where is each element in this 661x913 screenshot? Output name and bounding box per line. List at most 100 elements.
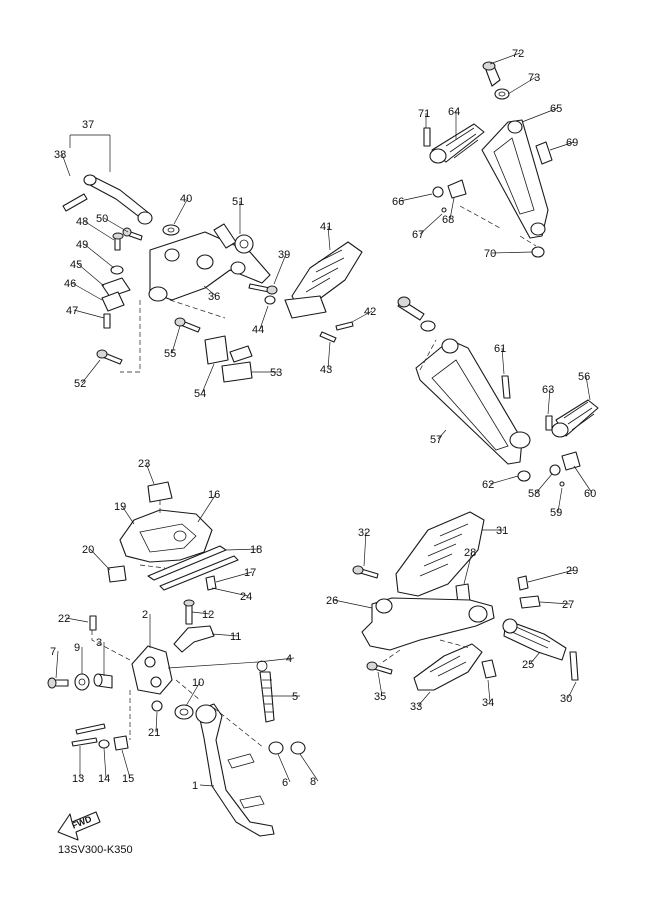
leader-line-43 [327, 341, 331, 370]
part-label-11: 11 [230, 631, 241, 643]
part-label-69: 69 [566, 137, 578, 149]
part-label-18: 18 [250, 544, 262, 556]
part-label-67: 67 [412, 229, 424, 241]
part-label-32: 32 [358, 527, 370, 539]
part-label-19: 19 [114, 501, 126, 513]
leader-line-27 [539, 601, 571, 605]
leader-line-49 [83, 243, 115, 269]
leader-line-26 [333, 599, 373, 609]
part-label-38: 38 [54, 149, 66, 161]
part-label-6: 6 [282, 777, 288, 789]
leader-line-55 [171, 325, 181, 354]
part-label-51: 51 [232, 196, 244, 208]
leader-line-52 [81, 359, 101, 384]
part-label-15: 15 [122, 773, 134, 785]
part-label-9: 9 [74, 642, 80, 654]
part-label-62: 62 [482, 479, 494, 491]
sidestand-switch-assembly [107, 481, 239, 591]
part-label-42: 42 [364, 306, 376, 318]
leader-line-23 [145, 462, 155, 485]
leader-line-58 [535, 473, 553, 494]
part-label-56: 56 [578, 371, 590, 383]
leader-line-68 [449, 197, 455, 220]
part-label-36: 36 [208, 291, 220, 303]
leader-line-35 [377, 671, 383, 697]
part-label-8: 8 [310, 776, 316, 788]
leader-line-38 [61, 153, 71, 177]
part-label-27: 27 [562, 599, 574, 611]
part-label-10: 10 [192, 677, 204, 689]
leader-line-72 [489, 52, 521, 65]
leader-line-46 [71, 282, 103, 301]
leader-line-19 [121, 505, 135, 525]
part-label-33: 33 [410, 701, 422, 713]
leader-line-69 [549, 141, 575, 151]
part-label-66: 66 [392, 196, 404, 208]
part-label-57: 57 [430, 434, 442, 446]
leader-line-57 [437, 429, 447, 440]
part-label-7: 7 [50, 646, 56, 658]
leader-line-67 [419, 213, 443, 235]
leader-line-8 [299, 753, 319, 782]
part-label-70: 70 [484, 248, 496, 260]
part-label-39: 39 [278, 249, 290, 261]
part-label-68: 68 [442, 214, 454, 226]
part-label-48: 48 [76, 216, 88, 228]
part-label-49: 49 [76, 239, 88, 251]
leader-line-7 [55, 650, 59, 679]
part-label-5: 5 [292, 691, 298, 703]
part-label-12: 12 [202, 609, 214, 621]
leader-line-20 [89, 548, 111, 571]
part-label-24: 24 [240, 591, 252, 603]
front-footrest-bracket-assembly [62, 134, 363, 383]
part-label-29: 29 [566, 565, 578, 577]
part-label-1: 1 [192, 780, 198, 792]
leader-line-36 [203, 285, 217, 297]
leader-line-21 [155, 711, 158, 733]
leader-line-73 [507, 76, 537, 95]
leader-line-40 [173, 197, 189, 225]
part-label-23: 23 [138, 458, 150, 470]
part-label-25: 25 [522, 659, 534, 671]
part-label-21: 21 [148, 727, 160, 739]
part-label-35: 35 [374, 691, 386, 703]
leader-line-29 [527, 569, 575, 583]
leader-line-65 [521, 107, 559, 123]
part-label-61: 61 [494, 343, 506, 355]
part-label-50: 50 [96, 213, 108, 225]
part-label-58: 58 [528, 488, 540, 500]
leader-line-70 [491, 251, 533, 254]
part-label-60: 60 [584, 488, 596, 500]
leader-line-6 [277, 753, 291, 783]
diagram-code: 13SV300-K350 [58, 844, 133, 856]
leader-line-15 [121, 749, 131, 779]
leader-line-47 [73, 309, 105, 319]
part-label-16: 16 [208, 489, 220, 501]
leader-line-41 [327, 225, 331, 251]
leader-line-12 [191, 611, 211, 615]
part-label-64: 64 [448, 106, 460, 118]
sidestand-assembly [47, 599, 306, 837]
leader-line-59 [557, 487, 563, 513]
part-label-63: 63 [542, 384, 554, 396]
part-label-14: 14 [98, 773, 110, 785]
part-label-44: 44 [252, 324, 264, 336]
leader-line-56 [585, 375, 591, 401]
leader-line-42 [351, 310, 373, 323]
leader-line-18 [225, 548, 259, 551]
rear-footrest-bracket-right-assembly [423, 61, 553, 258]
lower-footrest-assembly [352, 511, 579, 691]
leader-line-10 [185, 681, 201, 707]
leader-line-28 [463, 551, 473, 585]
part-label-72: 72 [512, 48, 524, 60]
part-label-37: 37 [82, 119, 94, 131]
part-label-34: 34 [482, 697, 494, 709]
part-label-13: 13 [72, 773, 84, 785]
part-label-30: 30 [560, 693, 572, 705]
leader-line-33 [417, 691, 431, 707]
part-label-45: 45 [70, 259, 82, 271]
leader-line-50 [103, 217, 129, 233]
leader-lines [55, 52, 593, 787]
